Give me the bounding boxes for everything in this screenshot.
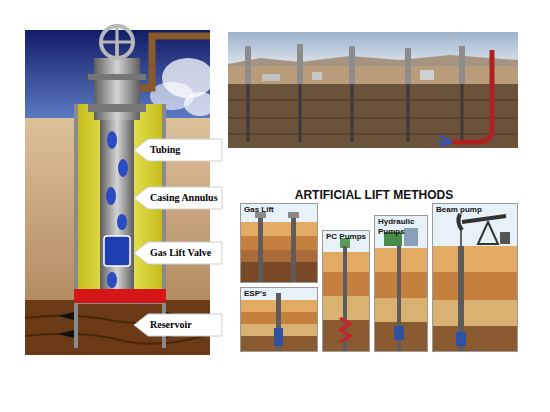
gas-lift-well-illustration-part	[88, 74, 146, 80]
oilfield-photo-part	[228, 66, 518, 84]
oilfield-photo-part	[407, 84, 410, 142]
gas-lift-well-illustration-part	[184, 92, 216, 116]
lift-methods-panels-part	[462, 216, 506, 222]
oilfield-photo-part	[420, 70, 434, 80]
oilfield-photo-part	[299, 84, 302, 142]
gas-lift-well-illustration-part	[107, 131, 117, 149]
oilfield-photo-part	[228, 84, 518, 148]
oilfield-photo-part	[228, 100, 518, 134]
oilfield-photo-part	[262, 74, 280, 81]
gas-lift-well-illustration-part	[74, 289, 166, 303]
lift-methods-panels-part	[322, 230, 370, 352]
method-panel: Gas Lift	[240, 203, 318, 283]
lift-methods-panels-part	[478, 222, 498, 244]
method-heading: Beam pump	[433, 204, 517, 216]
oilfield-photo-part	[461, 84, 464, 142]
gas-lift-well-illustration-part	[88, 104, 146, 112]
method-heading: Hydraulic Pumps	[375, 216, 427, 238]
callout-arrows-part	[134, 242, 222, 264]
lift-methods-panels-part	[432, 300, 518, 326]
oilfield-photo-part	[247, 84, 250, 142]
lift-methods-panels-part	[500, 232, 510, 244]
lift-methods-panels-part	[432, 246, 518, 272]
figure-title: ARTIFICIAL LIFT METHODS	[228, 186, 520, 202]
callout-arrows-part	[134, 139, 222, 161]
lift-methods-panels-part	[460, 230, 462, 246]
method-panel: Beam pump	[432, 203, 518, 352]
gas-lift-well-illustration-part	[25, 300, 210, 355]
oilfield-photo-part	[351, 84, 354, 142]
gas-lift-well-illustration-part	[117, 214, 127, 230]
lift-methods-panels-part	[458, 214, 462, 230]
lift-methods-panels-part	[258, 214, 263, 283]
figure-panel: ARTIFICIAL LIFT METHODS Gas Lift PC Pumps H…	[228, 186, 520, 352]
lift-methods-panels-part	[240, 287, 318, 352]
lift-methods-panels-part	[340, 318, 350, 342]
callout-label: Tubing	[150, 143, 180, 157]
gas-lift-well-illustration-part	[140, 36, 210, 88]
lift-methods-panels-part	[240, 203, 318, 283]
callout-arrows-part	[134, 314, 222, 336]
oilfield-photo	[228, 32, 518, 148]
lift-methods-panels-part	[288, 212, 299, 218]
gas-lift-well-illustration-part	[118, 159, 128, 177]
lift-methods-panels-part	[404, 228, 418, 246]
gas-lift-well-illustration-part	[106, 187, 116, 205]
callout-arrows	[134, 139, 222, 336]
gas-lift-well-illustration-part	[101, 26, 133, 58]
oilfield-photo-part	[349, 46, 355, 84]
method-panel: Hydraulic Pumps	[374, 215, 428, 352]
gas-lift-well-illustration-part	[107, 272, 117, 288]
lift-methods-panels-part	[274, 328, 283, 346]
method-heading: PC Pumps	[323, 231, 369, 243]
lift-methods-panels-part	[240, 262, 318, 283]
oilfield-photo-part	[438, 136, 452, 146]
lift-methods-panels	[240, 203, 518, 352]
gas-lift-well-illustration-part	[104, 236, 130, 266]
lift-methods-panels-part	[374, 215, 428, 352]
method-panel: PC Pumps	[322, 230, 370, 352]
callout-label: Gas Lift Valve	[150, 246, 211, 260]
lift-methods-panels-part	[432, 203, 518, 352]
method-panel: ESP's	[240, 287, 318, 352]
lift-methods-panels-part	[240, 250, 318, 262]
lift-methods-panels-part	[291, 214, 296, 283]
oilfield-photo-part	[228, 32, 518, 148]
lift-methods-panels-part	[432, 326, 518, 352]
lift-methods-panels-part	[456, 332, 466, 346]
gas-lift-well-illustration-part	[74, 303, 78, 348]
method-heading: Gas Lift	[241, 204, 317, 216]
callout-label: Casing Annulus	[150, 191, 218, 205]
callout-arrows-part	[134, 187, 222, 209]
oilfield-photo-part	[245, 46, 251, 84]
lift-methods-panels-part	[394, 326, 404, 340]
oilfield-photo-part	[452, 50, 492, 142]
method-heading: ESP's	[241, 288, 317, 300]
gas-lift-well-illustration-part	[25, 315, 210, 343]
callout-label: Reservoir	[150, 318, 192, 332]
lift-methods-panels-part	[343, 246, 347, 352]
oilfield-photo-part	[297, 44, 303, 84]
oilfield-photo-part	[459, 46, 465, 84]
lift-methods-panels-part	[240, 222, 318, 236]
lift-methods-panels-part	[240, 236, 318, 250]
lift-methods-panels-part	[432, 272, 518, 300]
oilfield-photo-part	[405, 48, 411, 84]
gas-lift-well-illustration-part	[116, 26, 119, 58]
oilfield-photo-part	[312, 72, 322, 80]
